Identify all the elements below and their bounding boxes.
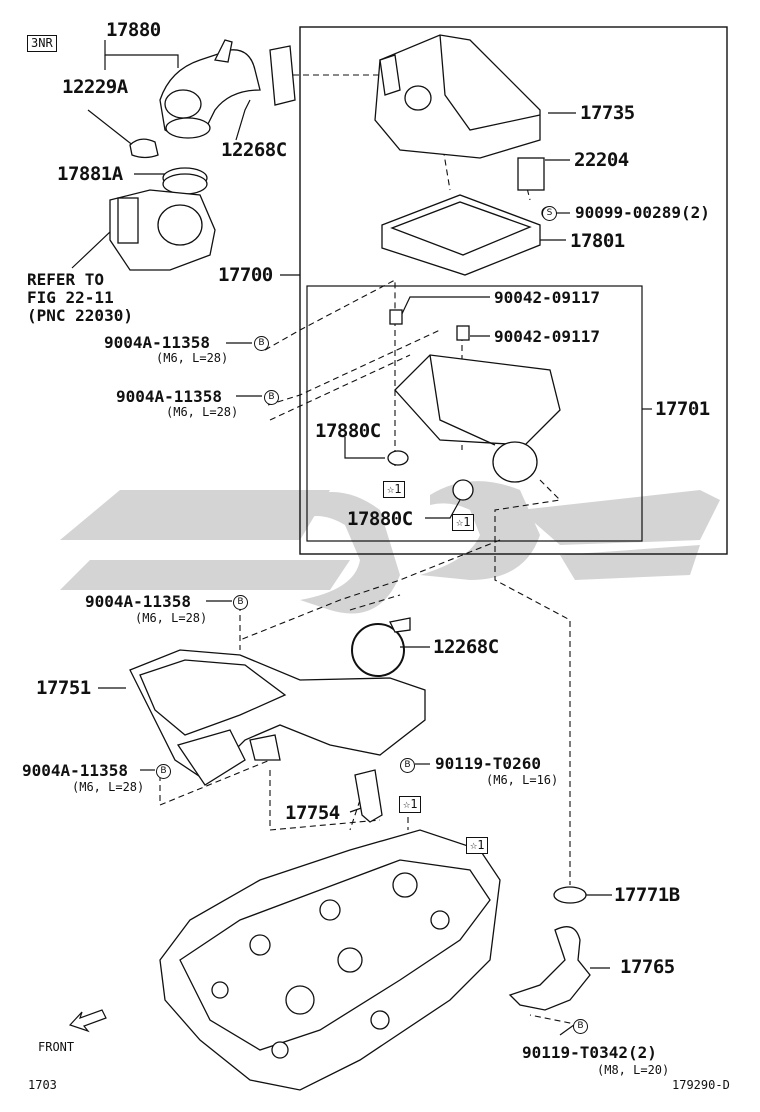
label-17735: 17735 — [580, 102, 635, 124]
label-90119-a: 90119-T0260 — [435, 754, 541, 773]
refer-line-2: FIG 22-11 — [27, 288, 114, 307]
screw-marker-icon: S — [542, 206, 557, 221]
bolt-marker-icon-4: B — [156, 764, 171, 779]
assembly-17701-box — [306, 285, 643, 542]
spec-90119-b: (M8, L=20) — [597, 1063, 670, 1077]
label-9004A-1: 9004A-11358 — [104, 333, 210, 352]
front-arrow-icon — [68, 1009, 107, 1033]
part-17771B-grommet — [553, 886, 587, 904]
label-17771B: 17771B — [614, 884, 680, 906]
engine-code-badge: 3NR — [27, 35, 57, 53]
label-12268C-mid: 12268C — [433, 636, 499, 658]
refer-line-1: REFER TO — [27, 270, 105, 289]
bolt-marker-icon-5: B — [400, 758, 415, 773]
label-17880C-a: 17880C — [315, 420, 381, 442]
star-marker-3: ☆1 — [399, 796, 422, 814]
part-17765-stay — [508, 926, 591, 1011]
part-12268C-clamp — [269, 45, 296, 106]
spec-9004A-2: (M6, L=28) — [166, 405, 239, 419]
star-marker-2: ☆1 — [452, 514, 475, 532]
label-22204: 22204 — [574, 149, 629, 171]
label-90042-a: 90042-09117 — [494, 288, 600, 307]
part-12268C-ring — [351, 623, 405, 677]
assembly-17700-box — [299, 26, 728, 555]
label-9004A-4: 9004A-11358 — [22, 761, 128, 780]
label-17765: 17765 — [620, 956, 675, 978]
drawing-id: 179290-D — [672, 1078, 730, 1092]
label-9004A-3: 9004A-11358 — [85, 592, 191, 611]
label-17801: 17801 — [570, 230, 625, 252]
spec-90119-a: (M6, L=16) — [486, 773, 559, 787]
spec-9004A-1: (M6, L=28) — [156, 351, 229, 365]
label-17880: 17880 — [106, 19, 161, 41]
label-9004A-2: 9004A-11358 — [116, 387, 222, 406]
cylinder-head — [159, 829, 501, 1091]
part-17801-filter — [381, 194, 541, 276]
part-17754-bracket — [354, 769, 383, 823]
star-marker-1: ☆1 — [383, 481, 406, 499]
label-12268C-top: 12268C — [221, 139, 287, 161]
refer-line-3: (PNC 22030) — [27, 306, 133, 325]
spec-9004A-4: (M6, L=28) — [72, 780, 145, 794]
label-17751: 17751 — [36, 677, 91, 699]
spec-9004A-3: (M6, L=28) — [135, 611, 208, 625]
bolt-marker-icon-3: B — [233, 595, 248, 610]
watermark-logo — [60, 481, 720, 614]
label-17701: 17701 — [655, 398, 710, 420]
bolt-marker-icon-2: B — [264, 390, 279, 405]
label-90099: 90099-00289(2) — [575, 203, 710, 222]
part-22204-sensor — [517, 157, 545, 191]
part-17701-case — [394, 354, 561, 446]
label-90042-b: 90042-09117 — [494, 327, 600, 346]
label-17700: 17700 — [218, 264, 273, 286]
label-90119-b: 90119-T0342(2) — [522, 1043, 657, 1062]
label-17754: 17754 — [285, 802, 340, 824]
label-17880C-b: 17880C — [347, 508, 413, 530]
label-17881A: 17881A — [57, 163, 123, 185]
bolt-marker-icon-6: B — [573, 1019, 588, 1034]
part-17735-cap — [374, 34, 541, 159]
star-marker-4: ☆1 — [466, 837, 489, 855]
label-12229A: 12229A — [62, 76, 128, 98]
front-label: FRONT — [38, 1040, 75, 1054]
figure-number: 1703 — [28, 1078, 57, 1092]
bolt-marker-icon-1: B — [254, 336, 269, 351]
